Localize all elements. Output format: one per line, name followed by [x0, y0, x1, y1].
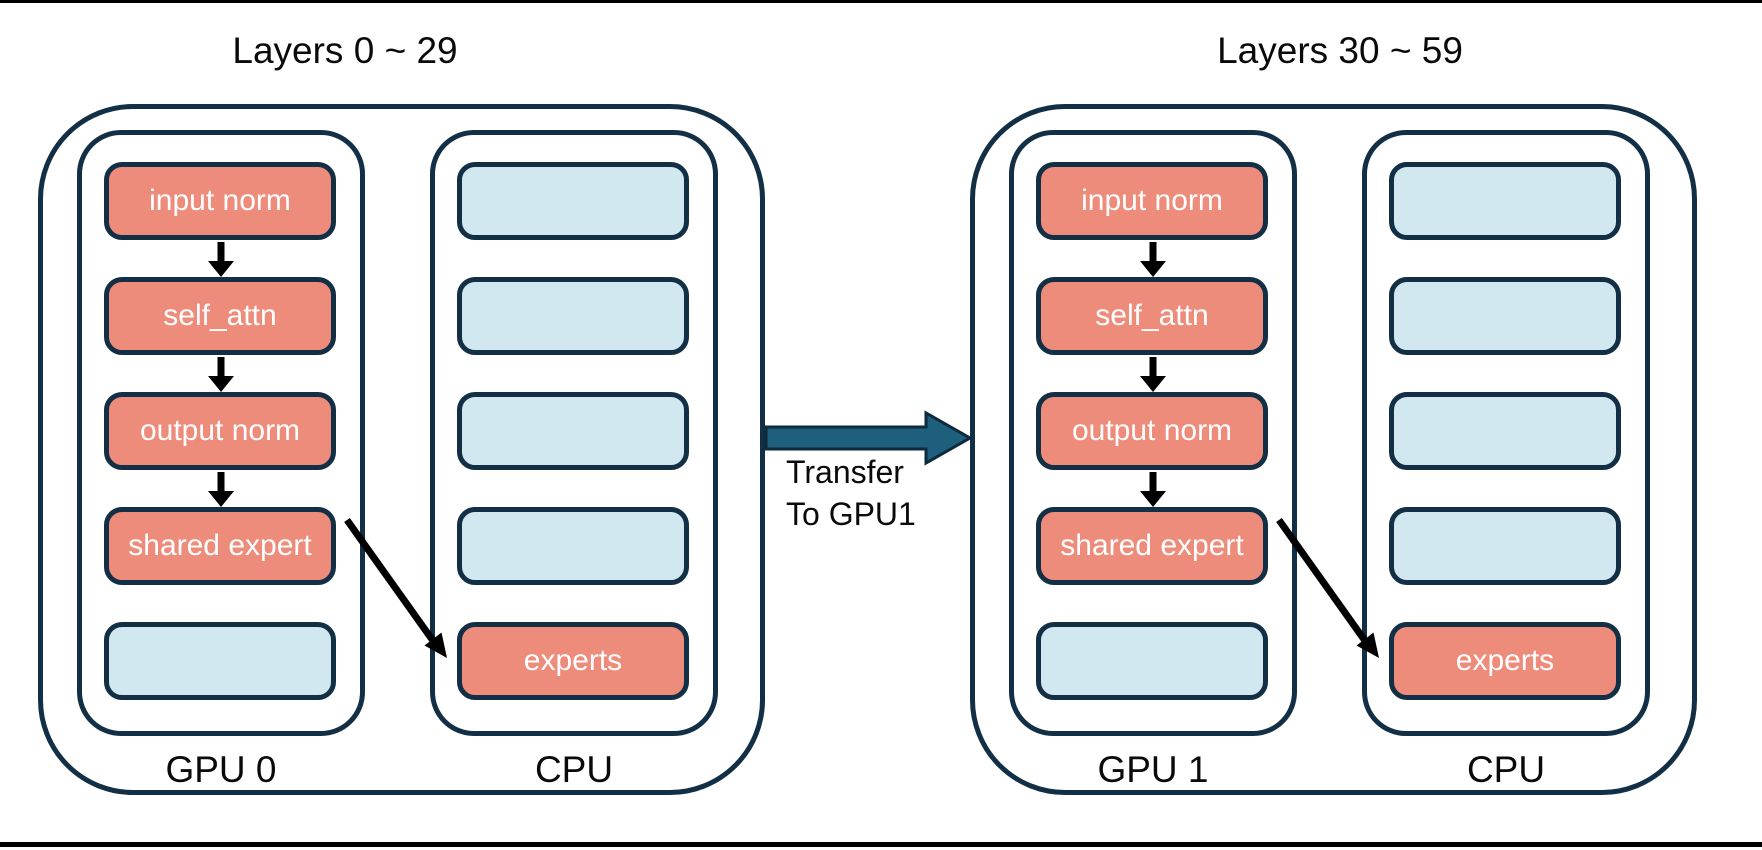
gpu1-column: input norm self_attn output norm shared … — [1009, 130, 1297, 736]
box-label: input norm — [1081, 184, 1223, 217]
box-empty-slot — [1389, 392, 1621, 470]
node-group-layers-0-29: input norm self_attn output norm shared … — [38, 104, 765, 795]
box-label: shared expert — [128, 529, 312, 562]
box-shared-expert: shared expert — [104, 507, 336, 585]
cpu-label-left: CPU — [534, 749, 614, 790]
transfer-label-line2: To GPU1 — [786, 496, 916, 532]
box-empty-slot — [104, 622, 336, 700]
box-label: experts — [1455, 644, 1555, 677]
cpu-column-right: experts — [1362, 130, 1650, 736]
box-empty-slot — [457, 162, 689, 240]
transfer-label: Transfer To GPU1 — [786, 451, 916, 535]
box-label: output norm — [1071, 414, 1233, 447]
box-label: output norm — [139, 414, 301, 447]
gpu1-label: GPU 1 — [1097, 749, 1209, 790]
box-output-norm: output norm — [104, 392, 336, 470]
box-experts: experts — [457, 622, 689, 700]
box-self-attn: self_attn — [1036, 277, 1268, 355]
group-title-layers-30-59: Layers 30 ~ 59 — [1217, 30, 1463, 71]
box-output-norm: output norm — [1036, 392, 1268, 470]
box-label: shared expert — [1060, 529, 1244, 562]
box-input-norm: input norm — [104, 162, 336, 240]
box-label: input norm — [149, 184, 291, 217]
box-input-norm: input norm — [1036, 162, 1268, 240]
gpu0-label: GPU 0 — [165, 749, 277, 790]
box-empty-slot — [1389, 507, 1621, 585]
bottom-border-line — [0, 842, 1762, 847]
box-label: self_attn — [163, 299, 277, 332]
box-shared-expert: shared expert — [1036, 507, 1268, 585]
gpu0-column: input norm self_attn output norm shared … — [77, 130, 365, 736]
box-label: self_attn — [1095, 299, 1209, 332]
top-border-line — [0, 0, 1762, 3]
box-empty-slot — [457, 507, 689, 585]
box-empty-slot — [1389, 277, 1621, 355]
node-group-layers-30-59: input norm self_attn output norm shared … — [970, 104, 1697, 795]
transfer-label-line1: Transfer — [786, 454, 904, 490]
box-self-attn: self_attn — [104, 277, 336, 355]
box-empty-slot — [457, 392, 689, 470]
box-empty-slot — [1036, 622, 1268, 700]
box-label: experts — [523, 644, 623, 677]
cpu-label-right: CPU — [1466, 749, 1546, 790]
box-empty-slot — [1389, 162, 1621, 240]
cpu-column-left: experts — [430, 130, 718, 736]
group-title-layers-0-29: Layers 0 ~ 29 — [232, 30, 458, 71]
box-empty-slot — [457, 277, 689, 355]
box-experts: experts — [1389, 622, 1621, 700]
